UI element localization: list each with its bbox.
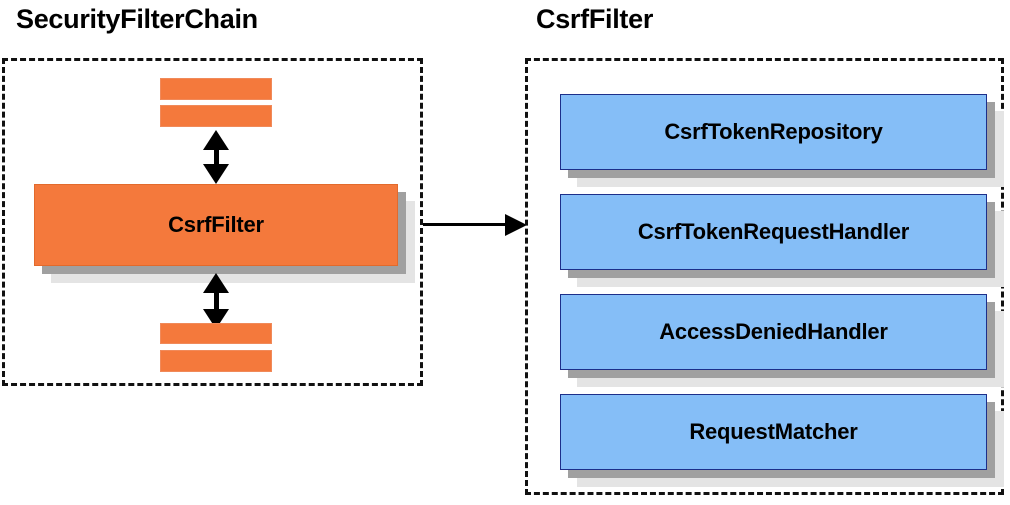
collaborator-box-request-matcher[interactable]: RequestMatcher — [560, 394, 1004, 487]
arrow-shaft-bottom — [213, 291, 219, 315]
connector-arrow-head — [505, 214, 527, 236]
collaborator-box-access-denied-handler[interactable]: AccessDeniedHandler — [560, 294, 1004, 387]
filter-bar-top-1 — [160, 78, 272, 100]
page-title-security-filter-chain: SecurityFilterChain — [16, 4, 258, 34]
arrow-head-up-top — [203, 130, 229, 150]
csrf-filter-label: CsrfFilter — [34, 184, 398, 266]
collaborator-box-csrf-token-repository[interactable]: CsrfTokenRepository — [560, 94, 1004, 187]
collaborator-label: CsrfTokenRepository — [560, 94, 987, 170]
collaborator-label: AccessDeniedHandler — [560, 294, 987, 370]
page-title-csrf-filter: CsrfFilter — [536, 4, 654, 34]
filter-bar-bottom-1 — [160, 323, 272, 344]
collaborator-label: CsrfTokenRequestHandler — [560, 194, 987, 270]
filter-bar-bottom-2 — [160, 350, 272, 372]
group-box-security-filter-chain — [2, 58, 423, 386]
arrow-head-down-top — [203, 164, 229, 184]
collaborator-box-csrf-token-request-handler[interactable]: CsrfTokenRequestHandler — [560, 194, 1004, 287]
arrow-shaft-top — [213, 148, 219, 170]
csrf-filter-box[interactable]: CsrfFilter — [34, 184, 415, 283]
arrow-head-up-bottom — [203, 273, 229, 293]
filter-bar-top-2 — [160, 105, 272, 127]
connector-arrow-shaft — [423, 223, 509, 226]
collaborator-label: RequestMatcher — [560, 394, 987, 470]
